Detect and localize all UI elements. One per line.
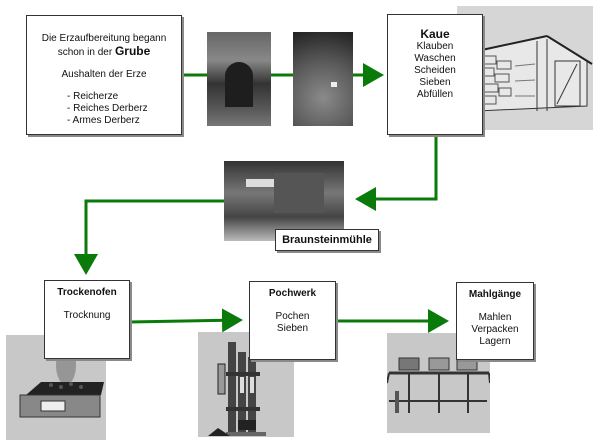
braunsteinmuehle-text: Braunsteinmühle xyxy=(282,234,372,246)
grube-keyword: Grube xyxy=(114,44,151,58)
grube-subtitle: Aushalten der Erze xyxy=(61,69,147,80)
pochwerk-box: Pochwerk Pochen Sieben xyxy=(249,281,336,360)
grube-box: Die Erzaufbereitung begann schon in der … xyxy=(26,15,182,135)
grube-item: - Reiches Derberz xyxy=(67,103,148,114)
stamp-mill-illustration xyxy=(198,332,294,437)
arrow-trockenofen-to-pochwerk xyxy=(128,308,243,333)
trockenofen-box: Trockenofen Trocknung xyxy=(44,280,130,359)
arrow-muehle-to-trockenofen xyxy=(74,199,224,275)
mahlgaenge-item: Mahlen xyxy=(478,312,512,323)
braunsteinmuehle-label: Braunsteinmühle xyxy=(275,229,379,251)
arrow-kaue-to-muehle xyxy=(355,136,438,211)
grube-item: - Armes Derberz xyxy=(67,115,140,126)
kaue-box: Kaue Klauben Waschen Scheiden Sieben Abf… xyxy=(387,14,483,135)
mill-building-photo xyxy=(224,161,344,241)
pochwerk-item: Sieben xyxy=(276,323,309,334)
pochwerk-item: Pochen xyxy=(275,311,310,322)
kaue-title: Kaue xyxy=(420,27,450,41)
kaue-item: Abfüllen xyxy=(416,89,454,100)
kaue-item: Klauben xyxy=(416,41,454,52)
grube-item: - Reicherze xyxy=(67,91,119,102)
mahlgaenge-box: Mahlgänge Mahlen Verpacken Lagern xyxy=(456,282,534,360)
pochwerk-title: Pochwerk xyxy=(268,288,317,299)
grube-intro-line1: Die Erzaufbereitung begann xyxy=(41,33,167,44)
mahlgaenge-title: Mahlgänge xyxy=(468,289,522,300)
mahlgaenge-item: Lagern xyxy=(479,336,511,347)
mine-tunnel-photo xyxy=(207,32,271,126)
mahlgaenge-item: Verpacken xyxy=(471,324,519,335)
kaue-item: Scheiden xyxy=(414,65,456,76)
kaue-item: Waschen xyxy=(414,53,456,64)
trockenofen-item: Trocknung xyxy=(63,310,111,321)
trockenofen-title: Trockenofen xyxy=(57,287,117,298)
kaue-item: Sieben xyxy=(419,77,451,88)
ore-pile-photo xyxy=(293,32,353,126)
grube-intro-line2: schon in der Grube xyxy=(57,44,151,58)
